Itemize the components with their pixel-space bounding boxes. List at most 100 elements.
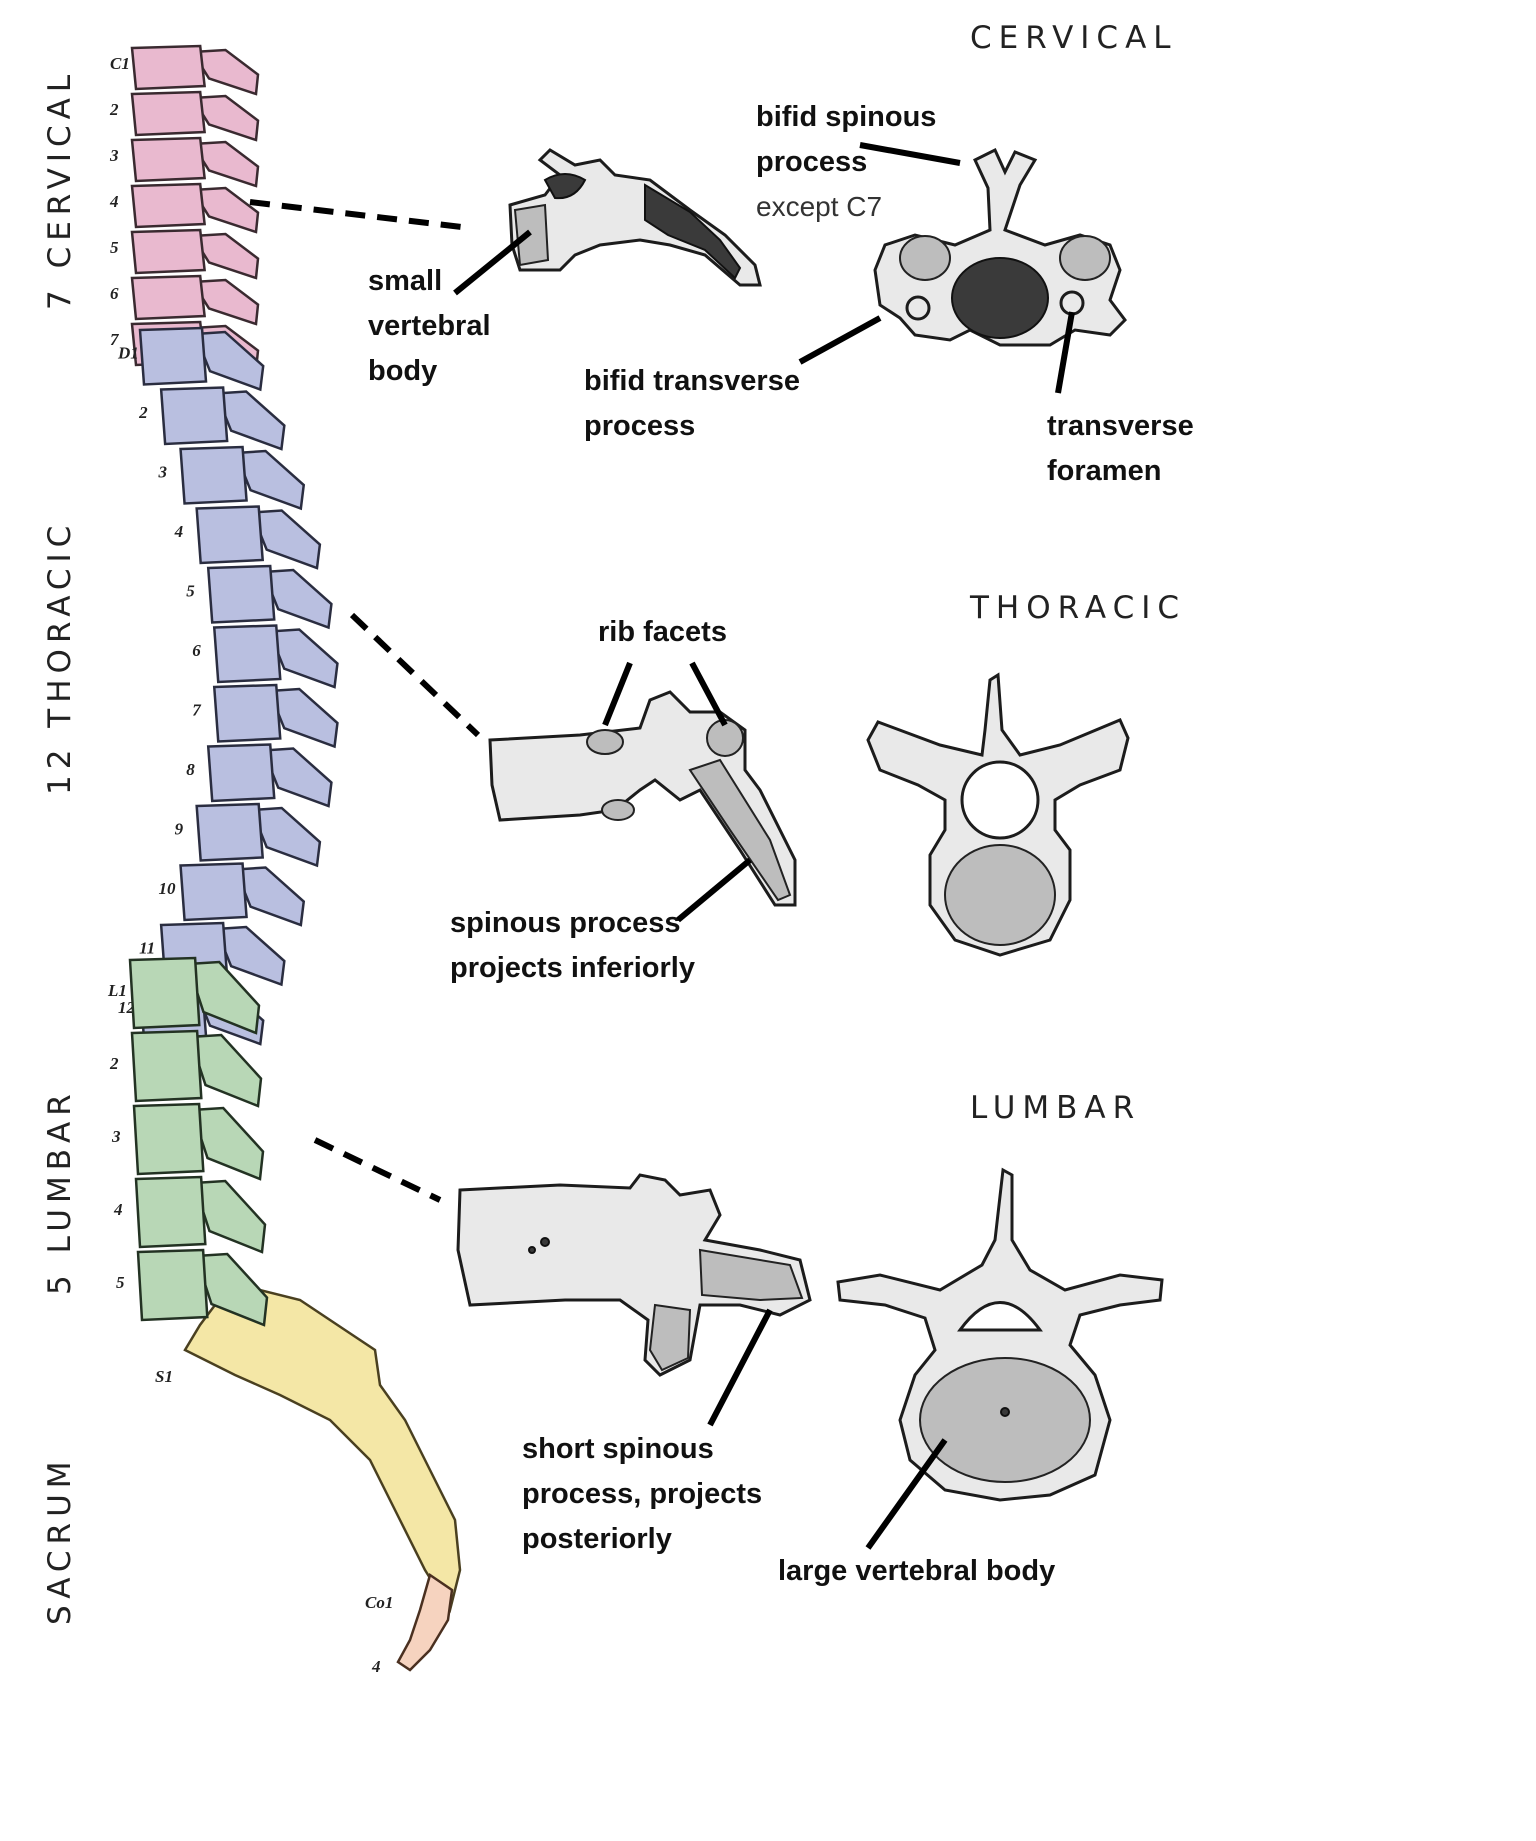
connector-lumbar <box>313 1137 442 1203</box>
vertebra-number-coccygeal: Co1 <box>365 1593 393 1612</box>
thoracic-spinous-process <box>261 747 333 808</box>
thoracic-vertebra <box>206 743 333 808</box>
section-title-cervical: CERVICAL <box>970 20 1178 56</box>
lumbar-spinous-process <box>186 960 261 1035</box>
cervical-vertebral-body <box>130 90 206 137</box>
thoracic-vertebral-body <box>206 564 276 624</box>
cervical-vertebral-body <box>130 182 206 229</box>
vertebra-number-thoracic: 4 <box>174 522 184 541</box>
thoracic-vertebra-lateral <box>488 690 797 907</box>
vertebra-number-thoracic: 3 <box>158 462 168 481</box>
vertebra-number-cervical: 2 <box>109 100 119 119</box>
thoracic-spinous-process <box>214 925 286 987</box>
lumbar-vertebral-body <box>134 1175 207 1249</box>
section-title-thoracic: THORACIC <box>969 590 1186 626</box>
lumbar-vertebral-body <box>136 1248 209 1322</box>
sacrum-bone <box>183 1288 462 1614</box>
thoracic-spinous-process <box>267 628 339 689</box>
thoracic-spinous-process <box>249 509 322 570</box>
thoracic-vertebra <box>138 326 265 392</box>
leader-short-spinous <box>707 1308 773 1427</box>
lumbar-spinous-process <box>194 1252 269 1327</box>
label-small-body-1: small <box>368 265 442 297</box>
lumbar-vertebra <box>128 956 261 1035</box>
vertebra-number-cervical: 5 <box>110 238 119 257</box>
vertebra-number-thoracic: 10 <box>159 879 177 898</box>
cervical-vertebral-body <box>130 44 206 91</box>
section-title-lumbar: LUMBAR <box>970 1090 1141 1126</box>
vertebra-number-thoracic: 7 <box>192 700 202 719</box>
thoracic-vertebra <box>212 624 339 689</box>
vertebra-number-cervical: 3 <box>109 146 119 165</box>
label-thoracic-spinous-1: spinous process <box>450 907 680 939</box>
vertebra-number-sacral: S1 <box>155 1367 173 1386</box>
cervical-vertebral-body <box>130 228 206 275</box>
coccyx-bone <box>396 1572 454 1672</box>
label-thoracic-spinous-2: projects inferiorly <box>450 952 695 984</box>
vertebra-number-cervical: 4 <box>109 192 119 211</box>
cervical-spinous-process <box>190 140 260 188</box>
cervical-spinous-process <box>190 186 260 234</box>
thoracic-spinous-process <box>267 687 339 749</box>
cervical-vertebra-superior <box>873 147 1127 347</box>
vertebra-number-thoracic: 12 <box>118 998 136 1017</box>
lumbar-vertebra <box>136 1248 269 1327</box>
thoracic-spinous-process <box>193 330 265 392</box>
leader-bifid-transverse <box>798 315 882 365</box>
thoracic-vertebral-body <box>195 802 265 862</box>
leader-large-body <box>865 1438 948 1550</box>
lumbar-vertebra <box>130 1029 263 1108</box>
lumbar-vertebral-body <box>130 1029 203 1103</box>
label-bifid-spinous-2: process <box>756 146 867 178</box>
vertebra-number-thoracic: 8 <box>186 760 195 779</box>
region-label-cervical: 7 CERVICAL <box>42 69 78 310</box>
lumbar-section: LUMBAR short spinous process, projects p… <box>313 1090 1164 1587</box>
lumbar-spinous-process <box>188 1033 263 1108</box>
cervical-spinous-process <box>190 232 260 280</box>
vertebra-number-thoracic: 11 <box>139 938 155 957</box>
vertebra-number-lumbar: 3 <box>111 1127 121 1146</box>
label-short-spinous-1: short spinous <box>522 1433 714 1465</box>
lumbar-vertebra <box>134 1175 267 1254</box>
vertebra-number-lumbar: 2 <box>109 1054 119 1073</box>
label-large-body: large vertebral body <box>778 1555 1055 1587</box>
vertebra-number-cervical: C1 <box>110 54 130 73</box>
thoracic-vertebral-body <box>206 743 276 803</box>
cervical-section: CERVICAL bifid spinous process except C7… <box>249 20 1194 487</box>
region-label-thoracic: 12 THORACIC <box>42 520 78 795</box>
label-transverse-foramen-2: foramen <box>1047 455 1161 487</box>
thoracic-vertebral-body <box>212 683 282 743</box>
lumbar-spinous-process <box>190 1106 265 1181</box>
lumbar-vertebral-body <box>128 956 201 1030</box>
label-short-spinous-3: posteriorly <box>522 1523 672 1555</box>
leader-rib-facet-right <box>689 661 728 727</box>
cervical-spinous-process <box>190 48 260 96</box>
leader-bifid-spinous <box>859 142 961 166</box>
cervical-vertebra <box>130 274 260 326</box>
lumbar-vertebral-body <box>132 1102 205 1176</box>
thoracic-vertebra <box>179 445 306 511</box>
label-except-c7: except C7 <box>756 191 882 222</box>
label-bifid-spinous-1: bifid spinous <box>756 101 936 133</box>
label-bifid-transverse-1: bifid transverse <box>584 365 800 397</box>
thoracic-vertebral-body <box>179 862 248 922</box>
region-label-sacrum: SACRUM <box>42 1455 78 1625</box>
label-transverse-foramen-1: transverse <box>1047 410 1194 442</box>
thoracic-vertebra <box>195 505 322 570</box>
thoracic-vertebral-body <box>195 505 265 565</box>
vertebra-number-thoracic: 6 <box>192 641 201 660</box>
lumbar-vertebra-superior <box>836 1167 1164 1502</box>
connector-cervical <box>249 199 471 231</box>
label-small-body-2: vertebral <box>368 310 491 342</box>
connector-thoracic <box>349 612 481 738</box>
vertebra-number-lumbar: 5 <box>116 1273 125 1292</box>
thoracic-spinous-process <box>249 806 322 868</box>
cervical-vertebra <box>130 44 260 96</box>
lumbar-spinous-process <box>192 1179 267 1254</box>
label-small-body-3: body <box>368 355 437 387</box>
leader-small-body <box>453 229 532 296</box>
thoracic-vertebral-body <box>179 445 248 505</box>
thoracic-section: THORACIC rib facets spinous process proj… <box>349 590 1186 984</box>
label-short-spinous-2: process, projects <box>522 1478 762 1510</box>
